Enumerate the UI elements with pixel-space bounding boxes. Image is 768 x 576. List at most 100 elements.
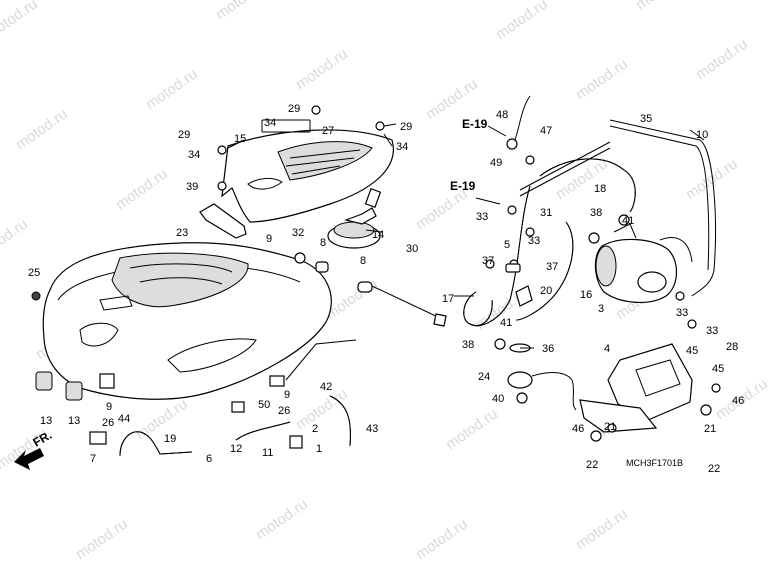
callout-41: 41 — [622, 215, 634, 227]
watermark-text: motod.ru — [443, 405, 501, 453]
control-valve — [507, 371, 577, 411]
callout-24: 24 — [478, 371, 490, 383]
callout-21: 21 — [604, 421, 616, 433]
clip — [89, 431, 107, 445]
reference-e19-top[interactable]: E-19 — [462, 117, 488, 131]
watermark-text: motod.ru — [683, 155, 741, 203]
callout-38: 38 — [590, 207, 602, 219]
pad — [99, 373, 115, 389]
callout-50: 50 — [258, 399, 270, 411]
callout-20: 20 — [540, 285, 552, 297]
callout-22: 22 — [586, 459, 598, 471]
watermark-text: motod.ru — [143, 65, 201, 113]
callout-7: 7 — [90, 453, 96, 465]
long-bolt — [371, 285, 447, 327]
callout-31: 31 — [540, 207, 552, 219]
callout-10: 10 — [696, 129, 708, 141]
callout-8: 8 — [360, 255, 366, 267]
reference-e19-bottom[interactable]: E-19 — [450, 179, 476, 193]
callout-23: 23 — [176, 227, 188, 239]
callout-35: 35 — [640, 113, 652, 125]
callout-33: 33 — [528, 235, 540, 247]
fuel-cap — [327, 188, 382, 249]
callout-33: 33 — [706, 325, 718, 337]
callout-45: 45 — [712, 363, 724, 375]
watermark-text: motod.ru — [363, 0, 421, 3]
watermark-text: motod.ru — [253, 495, 311, 543]
callout-43: 43 — [366, 423, 378, 435]
diagram-code: MCH3F1701B — [626, 458, 683, 468]
callout-28: 28 — [726, 341, 738, 353]
callout-15: 15 — [234, 133, 246, 145]
callout-17: 17 — [442, 293, 454, 305]
callout-4: 4 — [604, 343, 610, 355]
callout-25: 25 — [28, 267, 40, 279]
fuel-tank — [42, 242, 332, 400]
watermark-text: motod.ru — [13, 105, 71, 153]
callout-33: 33 — [476, 211, 488, 223]
callout-2: 2 — [312, 423, 318, 435]
callout-29: 29 — [178, 129, 190, 141]
callout-44: 44 — [118, 413, 130, 425]
callout-36: 36 — [542, 343, 554, 355]
watermark-text: motod.ru — [0, 0, 41, 43]
callout-9: 9 — [266, 233, 272, 245]
watermark-text: motod.ru — [113, 165, 171, 213]
callout-37: 37 — [546, 261, 558, 273]
callout-8: 8 — [320, 237, 326, 249]
callout-1: 1 — [316, 443, 322, 455]
callout-22: 22 — [708, 463, 720, 475]
watermark-text: motod.ru — [73, 515, 131, 563]
watermark-text: motod.ru — [293, 45, 351, 93]
tank-cover — [221, 129, 394, 223]
mount-bracket — [199, 203, 247, 239]
callout-5: 5 — [504, 239, 510, 251]
callout-26: 26 — [278, 405, 290, 417]
watermark-text: motod.ru — [133, 395, 191, 443]
callout-6: 6 — [206, 453, 212, 465]
callout-29: 29 — [400, 121, 412, 133]
watermark-text: motod.ru — [573, 505, 631, 553]
leader-lines — [227, 119, 705, 349]
callout-11: 11 — [262, 447, 273, 459]
callout-9: 9 — [106, 401, 112, 413]
hoses — [119, 339, 357, 457]
callout-39: 39 — [186, 181, 198, 193]
lower-bracket — [579, 399, 658, 433]
callout-34: 34 — [264, 117, 276, 129]
callout-19: 19 — [164, 433, 176, 445]
callout-30: 30 — [406, 243, 418, 255]
watermark-text: motod.ru — [633, 0, 691, 13]
watermark-text: motod.ru — [573, 55, 631, 103]
callout-29: 29 — [288, 103, 300, 115]
callout-48: 48 — [496, 109, 508, 121]
callout-45: 45 — [686, 345, 698, 357]
callout-42: 42 — [320, 381, 332, 393]
callout-41: 41 — [500, 317, 512, 329]
watermark-text: motod.ru — [0, 215, 31, 263]
callout-49: 49 — [490, 157, 502, 169]
watermark-text: motod.ru — [693, 35, 751, 83]
callout-34: 34 — [188, 149, 200, 161]
callout-47: 47 — [540, 125, 552, 137]
callout-33: 33 — [676, 307, 688, 319]
watermark-text: motod.ru — [413, 515, 471, 563]
ref-arrow-top — [487, 125, 507, 137]
watermark-text: motod.ru — [213, 0, 271, 23]
callout-26: 26 — [102, 417, 114, 429]
callout-21: 21 — [704, 423, 716, 435]
callout-18: 18 — [594, 183, 606, 195]
callout-32: 32 — [292, 227, 304, 239]
callout-16: 16 — [580, 289, 592, 301]
callout-12: 12 — [230, 443, 242, 455]
watermark-text: motod.ru — [493, 0, 551, 43]
ref-arrow-bottom — [475, 197, 501, 205]
rubber-grommets — [35, 371, 83, 401]
callout-9: 9 — [284, 389, 290, 401]
callout-46: 46 — [572, 423, 584, 435]
callout-37: 37 — [482, 255, 494, 267]
callout-27: 27 — [322, 125, 334, 137]
callout-46: 46 — [732, 395, 744, 407]
